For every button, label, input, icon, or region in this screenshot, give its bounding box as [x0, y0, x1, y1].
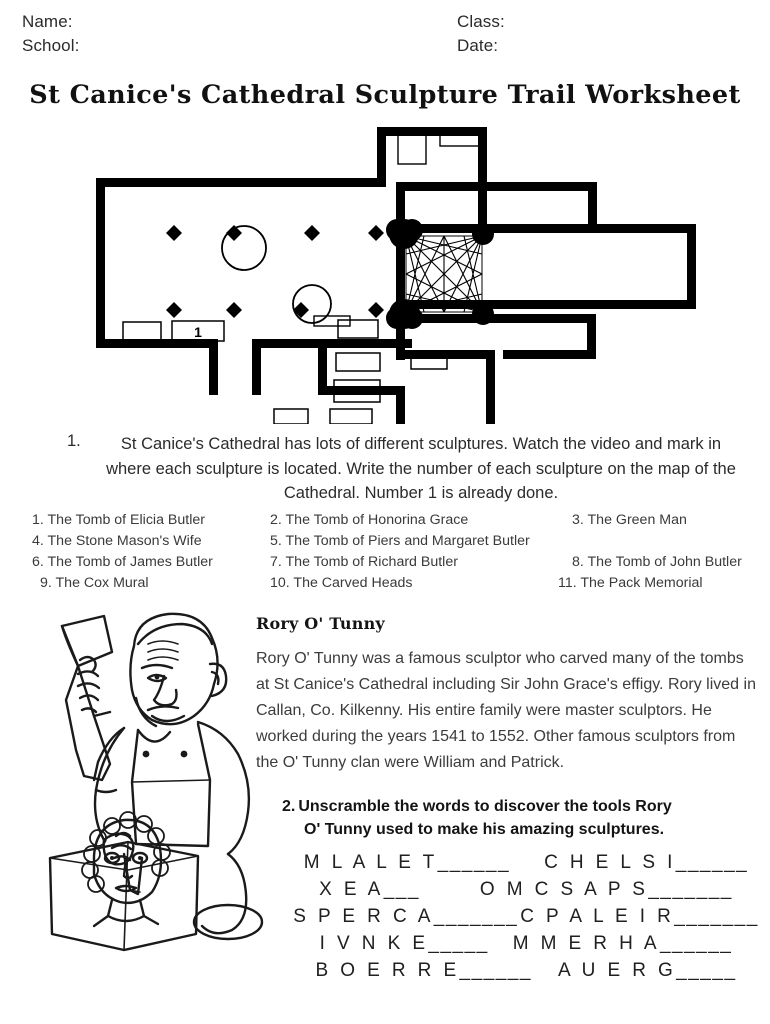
- floor-plan-svg: 1: [96, 127, 696, 424]
- sculpture-item-2: 2. The Tomb of Honorina Grace: [270, 512, 469, 528]
- left-hand: [76, 655, 101, 714]
- biography-heading: Rory O' Tunny: [256, 614, 385, 633]
- anagram-word-6: C P A L E I R: [520, 906, 675, 927]
- sculptor-body: [92, 720, 251, 856]
- sculpture-item-1: 1. The Tomb of Elicia Butler: [32, 512, 205, 528]
- anagram-row: S P E R C A_______ C P A L E I R_______: [282, 906, 770, 933]
- name-field-label: Name:: [22, 12, 73, 31]
- sculpture-list-row: 6. The Tomb of James Butler 7. The Tomb …: [0, 554, 770, 575]
- sculpture-item-4: 4. The Stone Mason's Wife: [32, 533, 202, 549]
- sculpture-item-6: 6. The Tomb of James Butler: [32, 554, 213, 570]
- question-2-text: 2.Unscramble the words to discover the t…: [282, 795, 760, 841]
- sculpture-list-row: 9. The Cox Mural 10. The Carved Heads 11…: [0, 575, 770, 596]
- carved-head-block: [48, 811, 200, 952]
- sculpture-list: 1. The Tomb of Elicia Butler 2. The Tomb…: [0, 512, 770, 596]
- sculpture-item-3: 3. The Green Man: [572, 512, 687, 528]
- sculpture-item-7: 7. The Tomb of Richard Butler: [270, 554, 458, 570]
- anagram-answer-blank-7[interactable]: _____: [428, 933, 489, 954]
- sculptor-illustration: [32, 604, 282, 954]
- header-fields: Name: School: Class: Date:: [0, 10, 770, 60]
- page-title: St Canice's Cathedral Sculpture Trail Wo…: [29, 80, 741, 110]
- biography-block: Rory O' Tunny Rory O' Tunny was a famous…: [256, 614, 756, 776]
- question-2-number: 2.: [282, 798, 296, 815]
- biography-text: Rory O' Tunny was a famous sculptor who …: [256, 650, 756, 771]
- map-circle-upper: [221, 225, 267, 271]
- anagram-answer-blank-4[interactable]: _______: [648, 879, 733, 900]
- anagram-answer-blank-2[interactable]: ______: [675, 852, 749, 873]
- anagram-answer-blank-8[interactable]: ______: [659, 933, 733, 954]
- sculpture-item-9: 9. The Cox Mural: [40, 575, 149, 591]
- map-circle-lower: [292, 284, 332, 324]
- anagram-puzzle[interactable]: M L A L E T______ C H E L S I______ X E …: [282, 852, 770, 987]
- instruction-1-text: St Canice's Cathedral has lots of differ…: [106, 435, 736, 502]
- anagram-word-3: X E A: [319, 879, 384, 900]
- anagram-word-9: B O E R R E: [315, 960, 460, 981]
- sculpture-item-8: 8. The Tomb of John Butler: [572, 554, 742, 570]
- anagram-answer-blank-3[interactable]: ___: [383, 879, 420, 900]
- question-2-line2: O' Tunny used to make his amazing sculpt…: [304, 821, 665, 838]
- instruction-1-number: 1.: [67, 432, 81, 450]
- anagram-row: B O E R R E______ A U E R G_____: [282, 960, 770, 987]
- anagram-answer-blank-10[interactable]: _____: [676, 960, 737, 981]
- anagram-answer-blank-9[interactable]: ______: [459, 960, 532, 981]
- anagram-answer-blank-5[interactable]: _______: [433, 906, 519, 927]
- map-number-label: 1: [194, 324, 202, 340]
- anagram-word-4: O M C S A P S: [479, 879, 649, 900]
- anagram-word-2: C H E L S I: [544, 852, 676, 873]
- sculptor-leg: [192, 852, 264, 941]
- sculpture-item-5: 5. The Tomb of Piers and Margaret Butler: [270, 533, 530, 549]
- anagram-word-5: S P E R C A: [293, 906, 434, 927]
- anagram-answer-blank-1[interactable]: ______: [437, 852, 511, 873]
- anagram-word-1: M L A L E T: [303, 852, 438, 873]
- question-2-block: 2.Unscramble the words to discover the t…: [282, 795, 760, 841]
- cathedral-floor-plan-map[interactable]: 1: [78, 118, 712, 424]
- anagram-answer-blank-6[interactable]: _______: [674, 906, 759, 927]
- anagram-row: M L A L E T______ C H E L S I______: [282, 852, 770, 879]
- sculptor-line-art-svg: [48, 612, 264, 952]
- sculpture-list-row: 1. The Tomb of Elicia Butler 2. The Tomb…: [0, 512, 770, 533]
- sculpture-item-10: 10. The Carved Heads: [270, 575, 413, 591]
- crossing-tower: [386, 219, 494, 329]
- sculpture-list-row: 4. The Stone Mason's Wife 5. The Tomb of…: [0, 533, 770, 554]
- map-marked-tomb-1: 1: [171, 320, 225, 342]
- instruction-1-block: 1. St Canice's Cathedral has lots of dif…: [62, 432, 742, 506]
- anagram-word-8: M M E R H A: [512, 933, 660, 954]
- anagram-word-7: I V N K E: [319, 933, 429, 954]
- sculpture-item-11: 11. The Pack Memorial: [558, 575, 703, 591]
- question-2-line1: Unscramble the words to discover the too…: [298, 798, 672, 815]
- sculptor-head: [129, 612, 228, 728]
- school-field-label: School:: [22, 36, 80, 55]
- date-field-label: Date:: [457, 36, 499, 55]
- anagram-row: I V N K E_____ M M E R H A______: [282, 933, 770, 960]
- anagram-word-10: A U E R G: [557, 960, 677, 981]
- nave-pillars: [166, 225, 384, 318]
- class-field-label: Class:: [457, 12, 505, 31]
- mallet-icon: [60, 614, 114, 782]
- anagram-row: X E A___ O M C S A P S_______: [282, 879, 770, 906]
